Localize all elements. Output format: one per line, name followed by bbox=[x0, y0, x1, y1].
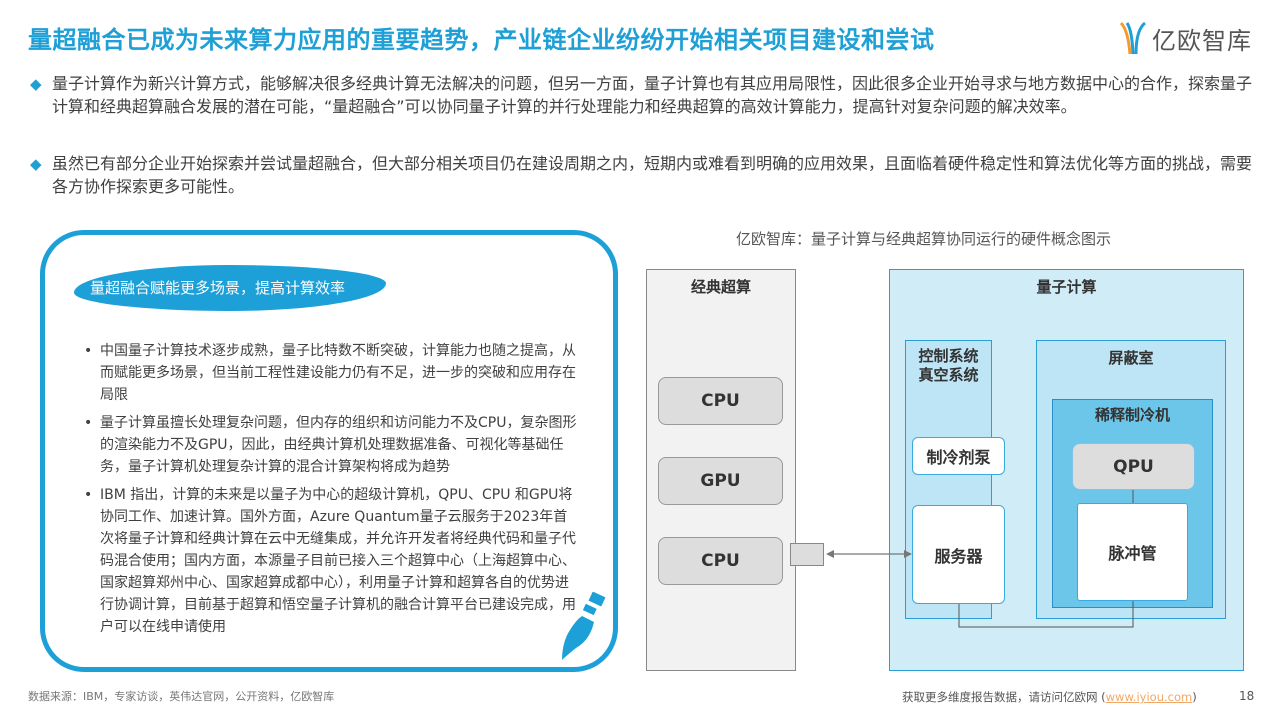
quantum-label: 量子计算 bbox=[1036, 278, 1097, 296]
info-panel bbox=[40, 230, 618, 672]
paintbrush-icon bbox=[562, 592, 606, 660]
data-source: 数据来源：IBM，专家访谈，英伟达官网，公开资料，亿欧智库 bbox=[28, 690, 335, 703]
panel-bullets: 中国量子计算技术逐步成熟，量子比特数不断突破，计算能力也随之提高，从而赋能更多场… bbox=[80, 340, 580, 644]
arrowhead-right-icon bbox=[904, 550, 912, 558]
classic-label: 经典超算 bbox=[690, 278, 751, 296]
bullet-item: IBM 指出，计算的未来是以量子为中心的超级计算机，QPU、CPU 和GPU将协… bbox=[80, 484, 580, 638]
diamond-bullet-icon: ◆ bbox=[30, 75, 42, 93]
cpu-chip: CPU bbox=[658, 377, 783, 425]
qpu-chip: QPU bbox=[1072, 443, 1195, 490]
yiou-logo-icon bbox=[1119, 21, 1147, 55]
control-label: 控制系统 真空系统 bbox=[918, 347, 979, 384]
arrowhead-left-icon bbox=[826, 550, 834, 558]
logo: 亿欧智库 bbox=[1118, 20, 1252, 56]
intro-point-2: ◆虽然已有部分企业开始探索并尝试量超融合，但大部分相关项目仍在建设周期之内，短期… bbox=[30, 153, 1252, 198]
cpu-chip: CPU bbox=[658, 537, 783, 585]
diagram-title: 亿欧智库：量子计算与经典超算协同运行的硬件概念图示 bbox=[736, 230, 1112, 248]
pulse-tube: 脉冲管 bbox=[1077, 503, 1188, 601]
logo-text: 亿欧智库 bbox=[1152, 26, 1252, 55]
bullet-item: 量子计算虽擅长处理复杂问题，但内存的组织和访问能力不及CPU，复杂图形的渲染能力… bbox=[80, 412, 580, 478]
bullet-item: 中国量子计算技术逐步成熟，量子比特数不断突破，计算能力也随之提高，从而赋能更多场… bbox=[80, 340, 580, 406]
shield-label: 屏蔽室 bbox=[1108, 349, 1154, 367]
server: 服务器 bbox=[912, 505, 1005, 604]
footer-paren: ) bbox=[1192, 690, 1197, 704]
interface-port bbox=[790, 543, 824, 566]
diamond-bullet-icon: ◆ bbox=[30, 155, 42, 173]
page-number: 18 bbox=[1239, 689, 1255, 703]
footer-more: 获取更多维度报告数据，请访问亿欧网 (www.iyiou.com) bbox=[902, 689, 1197, 705]
page-title: 量超融合已成为未来算力应用的重要趋势，产业链企业纷纷开始相关项目建设和尝试 bbox=[28, 26, 935, 54]
fridge-label: 稀释制冷机 bbox=[1094, 406, 1170, 424]
intro-point-1: ◆量子计算作为新兴计算方式，能够解决很多经典计算无法解决的问题，但另一方面，量子… bbox=[30, 73, 1252, 118]
gpu-chip: GPU bbox=[658, 457, 783, 505]
panel-header: 量超融合赋能更多场景，提高计算效率 bbox=[74, 265, 386, 311]
website-link[interactable]: www.iyiou.com bbox=[1105, 690, 1193, 704]
coolant-pump: 制冷剂泵 bbox=[912, 437, 1005, 475]
server-pulse-line bbox=[958, 601, 1134, 628]
footer-text: 获取更多维度报告数据，请访问亿欧网 ( bbox=[902, 690, 1106, 704]
